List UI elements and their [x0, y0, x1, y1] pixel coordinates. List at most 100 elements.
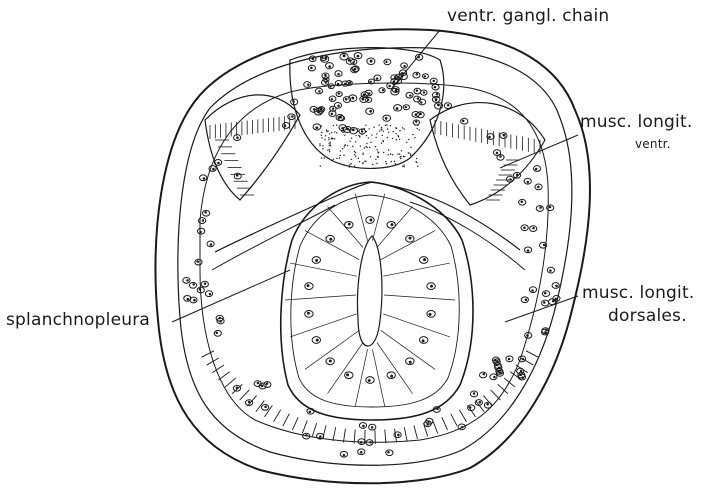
stipple-dot — [328, 137, 329, 138]
body-wall-cell-nucleus — [187, 298, 190, 301]
body-wall-cell-nucleus — [387, 451, 390, 454]
ganglion-cell-nucleus — [370, 60, 373, 63]
gut-cell-boundary — [355, 349, 367, 406]
body-wall-cell-nucleus — [417, 97, 420, 100]
stipple-dot — [393, 131, 394, 132]
ganglion-cell-nucleus — [340, 116, 342, 118]
stipple-dot — [362, 163, 363, 164]
ganglion-cell-nucleus — [337, 83, 339, 85]
stipple-dot — [399, 139, 400, 140]
stipple-dot — [418, 129, 419, 130]
stipple-dot — [377, 151, 378, 152]
body-wall-cell-nucleus — [516, 174, 519, 177]
stipple-dot — [358, 158, 359, 159]
body-wall-cell-nucleus — [549, 269, 552, 272]
ganglion-cell-nucleus — [437, 104, 440, 107]
ganglion-cell-nucleus — [352, 61, 354, 63]
gut-cell-boundary — [384, 295, 455, 300]
stipple-dot — [381, 127, 382, 128]
stipple-dot — [396, 139, 397, 140]
body-wall-cell-nucleus — [204, 282, 207, 285]
ganglion-cell-nucleus — [405, 106, 407, 108]
body-wall-cell-nucleus — [212, 168, 215, 171]
body-wall-cell-nucleus — [509, 178, 512, 181]
ganglion-cell-nucleus — [414, 113, 417, 116]
ganglion-cell-nucleus — [345, 98, 348, 101]
dorsal-muscle-fibre — [274, 410, 281, 422]
stipple-dot — [370, 142, 371, 143]
stipple-dot — [414, 137, 415, 138]
stipple-dot — [395, 133, 396, 134]
body-wall-cell-nucleus — [488, 136, 491, 139]
body-wall-cell-nucleus — [436, 93, 439, 96]
stipple-dot — [355, 141, 356, 142]
stipple-dot — [321, 135, 322, 136]
ganglion-cell-nucleus — [385, 117, 388, 120]
stipple-dot — [403, 128, 404, 129]
ganglion-cell-nucleus — [316, 126, 319, 129]
ganglion-cell-nucleus — [328, 65, 331, 68]
ganglion-cell-nucleus — [382, 89, 384, 91]
stipple-dot — [350, 163, 351, 164]
ganglion-cells — [304, 53, 443, 134]
stipple-dot — [387, 128, 388, 129]
stipple-dot — [373, 127, 374, 128]
stipple-dot — [319, 145, 320, 146]
body-wall-cell-nucleus — [248, 401, 251, 404]
body-wall-cell-nucleus — [371, 426, 374, 429]
body-wall-cell-nucleus — [416, 73, 419, 76]
stipple-dot — [366, 143, 367, 144]
stipple-dot — [382, 135, 383, 136]
gut-cell-nucleus — [429, 313, 432, 316]
gut-cell-boundary — [355, 194, 367, 241]
stipple-dot — [368, 137, 369, 138]
ganglion-cell-nucleus — [352, 128, 355, 131]
dorsal-muscle-fibre — [218, 372, 229, 380]
ganglion-cell-nucleus — [338, 92, 340, 94]
stipple-dot — [368, 128, 369, 129]
stipple-dot — [330, 145, 331, 146]
body-wall-cell-nucleus — [395, 88, 398, 91]
stipple-dot — [355, 152, 356, 153]
body-wall-cell-nucleus — [210, 243, 213, 246]
gut-cell-boundary — [377, 343, 413, 394]
stipple-dot — [388, 149, 389, 150]
stipple-dot — [387, 154, 388, 155]
stipple-dot — [321, 137, 322, 138]
stipple-dot — [386, 163, 387, 164]
body-wall-cell-nucleus — [196, 260, 199, 263]
stipple-dot — [351, 159, 352, 160]
ganglion-cell-nucleus — [423, 91, 425, 93]
stipple-dot — [402, 166, 403, 167]
stipple-dot — [417, 166, 418, 167]
stipple-dot — [339, 157, 340, 158]
gut-cell-nucleus — [346, 373, 349, 376]
body-wall-cell-nucleus — [544, 292, 547, 295]
stipple-dot — [351, 138, 352, 139]
stipple-dot — [334, 131, 335, 132]
stipple-dot — [349, 141, 350, 142]
stipple-dot — [364, 147, 365, 148]
gut-cell-nucleus — [409, 361, 412, 364]
gut-cell-nucleus — [316, 339, 319, 342]
body-wall-cell-nucleus — [292, 100, 295, 103]
stipple-dot — [320, 165, 321, 166]
stipple-dot — [397, 153, 398, 154]
body-wall-cell-nucleus — [496, 360, 499, 363]
ganglion-cell-nucleus — [325, 81, 327, 83]
stipple-dot — [390, 125, 391, 126]
ganglion-cell-nucleus — [420, 101, 422, 103]
stipple-dot — [336, 158, 337, 159]
dorsal-muscle-fibre — [343, 429, 345, 443]
body-wall-cell-nucleus — [545, 329, 548, 332]
gut-inner-wall — [291, 195, 459, 407]
gut-cell-nucleus — [368, 379, 371, 382]
gut-cell-boundary — [290, 263, 357, 276]
ganglion-cell-nucleus — [310, 67, 313, 70]
ganglion-cell-nucleus — [343, 54, 346, 57]
stipple-dot — [388, 132, 389, 133]
ganglion-cell-nucleus — [351, 97, 354, 100]
stipple-dot — [395, 163, 396, 164]
body-wall-cell-nucleus — [313, 108, 316, 111]
stipple-dot — [387, 137, 388, 138]
